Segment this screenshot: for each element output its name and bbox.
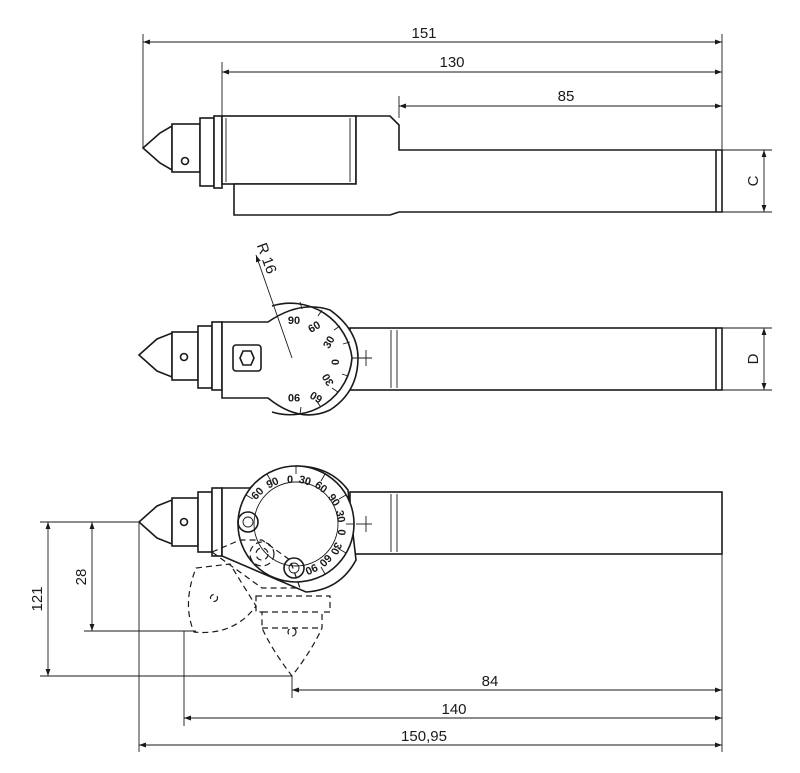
scale-lower-30: 30 — [320, 371, 337, 388]
dimension-151: 151 — [143, 25, 722, 45]
dimension-84: 84 — [292, 673, 722, 693]
dimension-85: 85 — [399, 88, 722, 109]
rotated-position-dashed — [187, 539, 331, 677]
dimension-d-label: D — [745, 353, 762, 364]
dimension-85-label: 85 — [558, 88, 575, 105]
swivel-screw-1 — [237, 511, 259, 533]
swivel-scale-5: 60 — [312, 479, 329, 496]
shank-swivel — [349, 491, 723, 555]
hex-screw — [232, 344, 262, 372]
tool-tip-top — [137, 331, 173, 379]
dimension-d: D — [722, 327, 772, 391]
swivel-scale-9: 30 — [328, 540, 344, 556]
swivel-scale-6: 90 — [325, 492, 342, 509]
scale-upper-90: 90 — [288, 315, 300, 327]
dimension-140: 140 — [184, 701, 722, 721]
tool-tip — [141, 124, 173, 172]
dimension-28-label: 28 — [73, 569, 90, 586]
scale-lower-90: 90 — [288, 391, 300, 403]
dimension-150-95-label: 150,95 — [401, 728, 447, 745]
swivel-scale-4: 30 — [297, 474, 312, 489]
swivel-scale-2: 90 — [265, 475, 281, 491]
dimension-130: 130 — [222, 54, 722, 75]
swivel-scale-8: 0 — [335, 529, 347, 536]
dimension-84-label: 84 — [482, 673, 499, 690]
dimension-121-label: 121 — [29, 586, 46, 611]
dimension-150-95: 150,95 — [139, 728, 722, 748]
scale-upper-60: 60 — [306, 319, 323, 336]
head-block — [221, 115, 357, 185]
shank-top — [349, 327, 723, 391]
scale-upper-30: 30 — [321, 334, 338, 351]
dimension-121: 121 — [29, 522, 51, 676]
dimension-c-label: C — [745, 175, 762, 186]
scale-lower-60: 60 — [308, 388, 325, 405]
scale-zero: 0 — [330, 359, 342, 365]
scale-ticks — [299, 301, 351, 415]
swivel-scale-3: 0 — [287, 474, 293, 486]
top-view: 90 60 30 0 30 60 90 R 16 D — [137, 241, 772, 416]
swivel-scale-7: 30 — [333, 509, 347, 523]
dimension-28: 28 — [73, 522, 95, 631]
side-view: 151 130 85 C — [141, 25, 772, 216]
dimension-130-label: 130 — [439, 54, 464, 71]
tool-tip-swivel — [137, 498, 173, 546]
dimension-c: C — [722, 149, 772, 213]
dial-ticks — [245, 466, 354, 575]
dimension-151-label: 151 — [411, 25, 436, 42]
swivel-scale-11: 90 — [303, 561, 319, 577]
dimension-140-label: 140 — [441, 701, 466, 718]
swivel-view: 60 90 0 30 60 90 30 0 30 60 90 — [29, 465, 723, 752]
swivel-screw-2 — [283, 557, 305, 579]
